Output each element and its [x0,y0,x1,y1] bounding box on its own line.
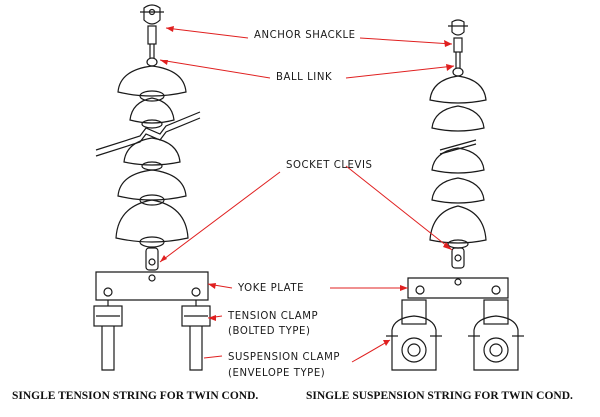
insulator-discs-left [95,65,201,248]
suspension-clamp-right-2 [468,299,524,371]
leader-anchor-shackle-right [359,37,453,45]
yoke-plate-right [407,277,509,299]
suspension-clamp-right-1 [386,299,442,371]
label-ball-link: BALL LINK [276,70,333,83]
leader-lines [159,26,455,363]
leader-ball-link-left [159,59,271,79]
tension-clamp-left-2 [181,300,211,371]
leader-suspension-clamp-right [351,339,391,363]
socket-clevis-left [145,247,159,271]
anchor-shackle-left [140,4,164,45]
label-anchor-shackle: ANCHOR SHACKLE [254,28,356,41]
anchor-shackle-right [448,19,468,53]
insulator-discs-right [429,75,487,249]
ball-link-left [146,44,158,67]
label-tension-clamp: TENSION CLAMP [228,309,319,322]
label-socket-clevis: SOCKET CLEVIS [286,158,373,171]
suspension-string [386,19,524,371]
socket-clevis-right [451,247,465,269]
label-tension-clamp-type: (BOLTED TYPE) [228,324,311,337]
caption-tension-string: SINGLE TENSION STRING FOR TWIN COND. [12,390,259,402]
label-suspension-clamp: SUSPENSION CLAMP [228,350,341,363]
tension-clamp-left-1 [93,300,123,371]
label-yoke-plate: YOKE PLATE [238,281,305,294]
yoke-plate-left [95,271,209,301]
leader-ball-link-right [345,65,455,79]
ball-link-right [452,52,464,77]
leader-socket-clevis-left [159,171,281,263]
leader-suspension-clamp-left [203,355,223,359]
caption-suspension-string: SINGLE SUSPENSION STRING FOR TWIN COND. [306,390,573,402]
leader-socket-clevis-right [345,165,453,251]
tension-string [93,4,211,371]
label-suspension-clamp-type: (ENVELOPE TYPE) [228,366,326,379]
leader-anchor-shackle-left [165,27,249,39]
